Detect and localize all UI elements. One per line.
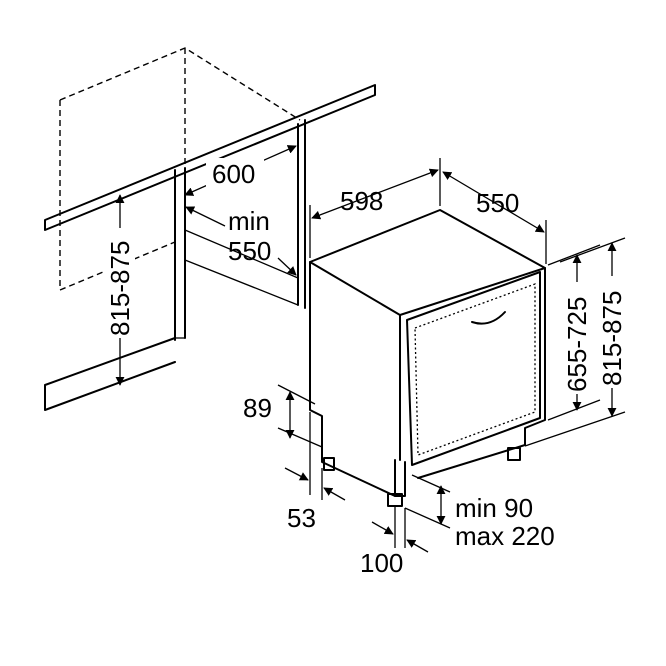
foot-height-label: 89 (243, 393, 272, 423)
plinth-depth-label: 100 (360, 548, 403, 578)
appliance-door (406, 271, 541, 466)
worktop-edge (44, 84, 376, 231)
rear-foot (323, 457, 335, 471)
appliance-left-side (309, 261, 396, 497)
min-depth-label-line1: min (228, 206, 270, 236)
appliance-height-label: 815-875 (597, 291, 627, 386)
niche-width-label: 600 (212, 159, 255, 189)
door-handle (471, 311, 506, 325)
dimension-labels: 600 min 550 815-875 598 550 655-725 815-… (105, 158, 628, 578)
niche-back-lines (184, 229, 299, 306)
floor-edge (44, 337, 176, 411)
front-right-foot (507, 447, 521, 461)
appliance-width-label: 598 (340, 186, 383, 216)
appliance-width-arrow (311, 168, 439, 220)
left-cabinet-side (174, 167, 186, 341)
plinth (394, 459, 406, 497)
appliance-depth-arrow (442, 171, 545, 233)
dashed-niche-outline (59, 47, 301, 291)
niche-cabinet (44, 47, 376, 411)
appliance-depth-label: 550 (476, 188, 519, 218)
right-cabinet-side (297, 119, 306, 309)
plinth-max-label: max 220 (455, 521, 555, 551)
plinth-min-label: min 90 (455, 493, 533, 523)
appliance-front-edges (399, 267, 546, 479)
foot-inset-arrow (284, 467, 309, 481)
door-height-label: 655-725 (562, 297, 592, 392)
foot-inset-label: 53 (287, 503, 316, 533)
min-depth-label-line2: 550 (228, 236, 271, 266)
min-depth-arrow (185, 206, 226, 227)
plinth-depth-arrow (371, 521, 394, 535)
dishwasher-body (309, 209, 546, 507)
appliance-top (309, 209, 546, 316)
niche-height-label: 815-875 (105, 241, 135, 336)
